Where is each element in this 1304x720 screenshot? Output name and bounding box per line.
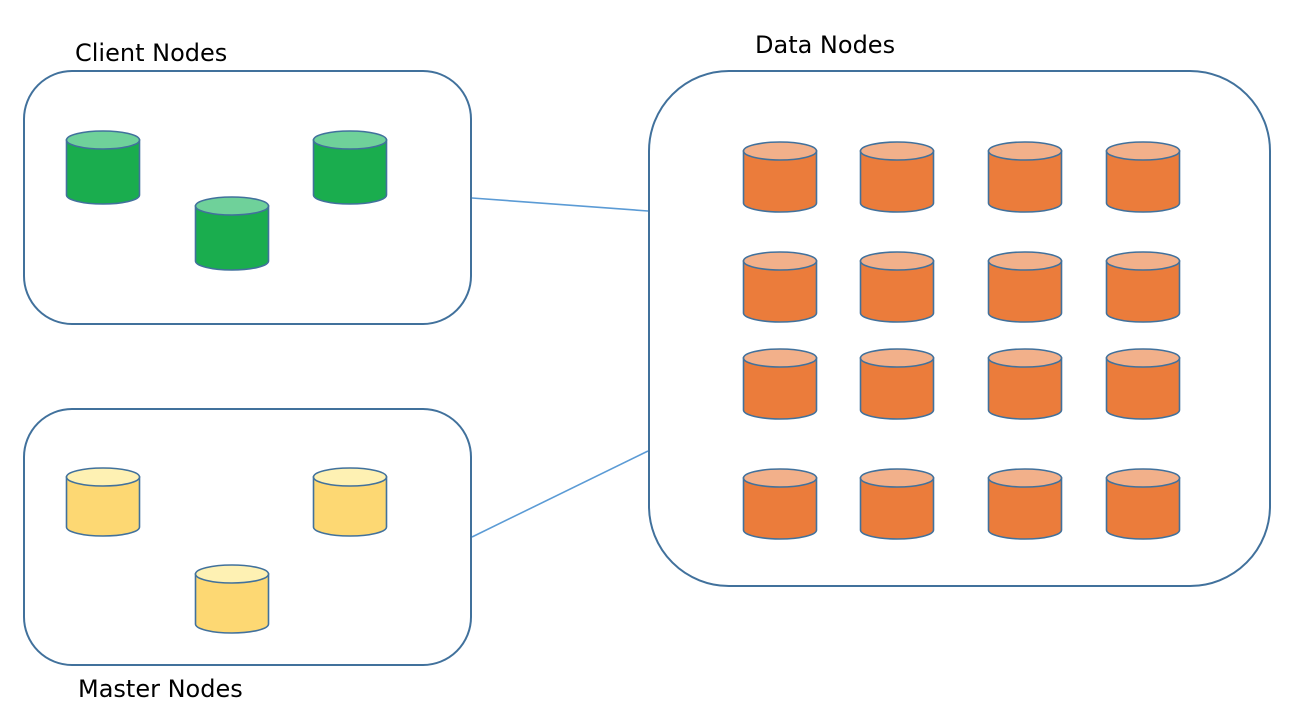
data-node-13 [742,468,818,540]
data-node-16 [1105,468,1181,540]
client-node-group [65,130,388,271]
client-node-2 [312,130,388,205]
data-node-5 [742,251,818,323]
data-node-4 [1105,141,1181,213]
client-to-data-link [471,197,649,212]
client-nodes-label: Client Nodes [75,39,227,67]
client-node-1 [65,130,141,205]
data-node-14 [859,468,935,540]
master-node-group [65,467,388,634]
data-node-2 [859,141,935,213]
data-node-grid [742,141,1181,540]
data-node-9 [742,348,818,420]
data-node-10 [859,348,935,420]
data-node-12 [1105,348,1181,420]
master-nodes-label: Master Nodes [78,675,243,703]
data-node-3 [987,141,1063,213]
master-node-3 [194,564,270,634]
data-node-6 [859,251,935,323]
master-to-data-link [471,450,649,538]
data-node-15 [987,468,1063,540]
data-node-1 [742,141,818,213]
master-node-1 [65,467,141,537]
data-node-7 [987,251,1063,323]
data-node-11 [987,348,1063,420]
data-nodes-label: Data Nodes [755,31,895,59]
data-node-8 [1105,251,1181,323]
master-node-2 [312,467,388,537]
client-node-3 [194,196,270,271]
